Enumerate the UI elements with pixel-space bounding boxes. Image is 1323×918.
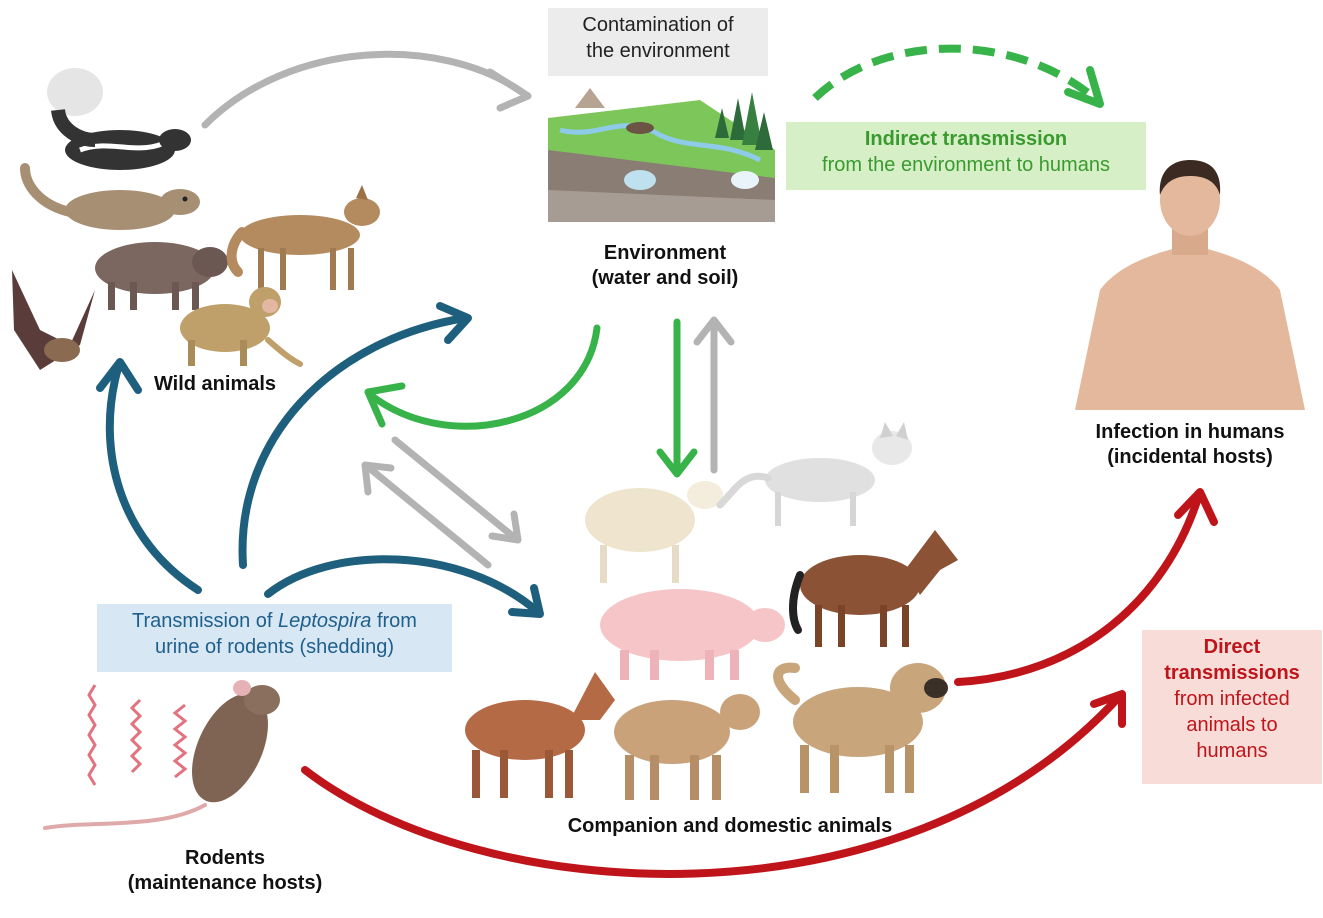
direct-detail-line-2: animals to <box>1142 712 1322 738</box>
environment-line-2: (water and soil) <box>555 266 775 291</box>
arrow-environment-to-wild <box>368 328 597 426</box>
horse-icon <box>793 530 958 647</box>
arrow-indirect-to-humans <box>815 49 1100 104</box>
dog-icon <box>778 663 948 793</box>
pig-icon <box>600 589 785 680</box>
goat-icon <box>465 672 615 798</box>
arrow-wild-to-environment <box>205 54 528 125</box>
indirect-detail-text: from the environment to humans <box>786 152 1146 178</box>
cat-icon <box>720 422 912 526</box>
rodents-line-1: Rodents <box>100 846 350 871</box>
calf-icon <box>614 694 760 800</box>
shedding-label: Transmission of Leptospira from urine of… <box>97 604 452 672</box>
warthog-icon <box>95 242 228 310</box>
human-icon <box>1075 160 1305 410</box>
environment-line-1: Environment <box>555 241 775 266</box>
arrow-domestic-to-environment <box>697 320 731 470</box>
shedding-line-2: urine of rodents (shedding) <box>97 634 452 660</box>
indirect-transmission-label: Indirect transmission from the environme… <box>786 122 1146 190</box>
leptospira-icon <box>89 685 185 785</box>
arrow-environment-to-domestic <box>660 322 694 474</box>
skunk-icon <box>47 68 191 170</box>
environment-label: Environment (water and soil) <box>555 241 775 291</box>
arrow-domestic-to-wild <box>365 465 488 565</box>
coyote-icon <box>232 185 380 290</box>
rodents-label: Rodents (maintenance hosts) <box>100 846 350 896</box>
shedding-line-1: Transmission of Leptospira from <box>97 608 452 634</box>
direct-detail-line-1: from infected <box>1142 686 1322 712</box>
sheep-icon <box>585 481 723 583</box>
contamination-line-2: the environment <box>548 38 768 64</box>
rat-icon <box>45 680 284 828</box>
arrow-wild-to-domestic <box>395 440 518 540</box>
rodents-line-2: (maintenance hosts) <box>100 871 350 896</box>
shedding-prefix: Transmission of <box>132 610 278 632</box>
direct-transmission-label: Direct transmissions from infected anima… <box>1142 630 1322 784</box>
direct-bold-line-1: Direct <box>1142 634 1322 660</box>
wild-animals-label: Wild animals <box>130 372 300 397</box>
contamination-line-1: Contamination of <box>548 12 768 38</box>
humans-line-1: Infection in humans <box>1065 420 1315 445</box>
shedding-genus: Leptospira <box>278 610 371 632</box>
humans-line-2: (incidental hosts) <box>1065 445 1315 470</box>
mongoose-icon <box>25 168 200 230</box>
indirect-bold-text: Indirect transmission <box>786 126 1146 152</box>
bat-icon <box>12 270 95 370</box>
humans-label: Infection in humans (incidental hosts) <box>1065 420 1315 470</box>
direct-detail-line-3: humans <box>1142 738 1322 764</box>
landscape-icon <box>548 88 775 222</box>
contamination-label: Contamination of the environment <box>548 8 768 76</box>
companion-animals-label: Companion and domestic animals <box>520 814 940 839</box>
shedding-suffix: from <box>371 610 417 632</box>
direct-bold-line-2: transmissions <box>1142 660 1322 686</box>
